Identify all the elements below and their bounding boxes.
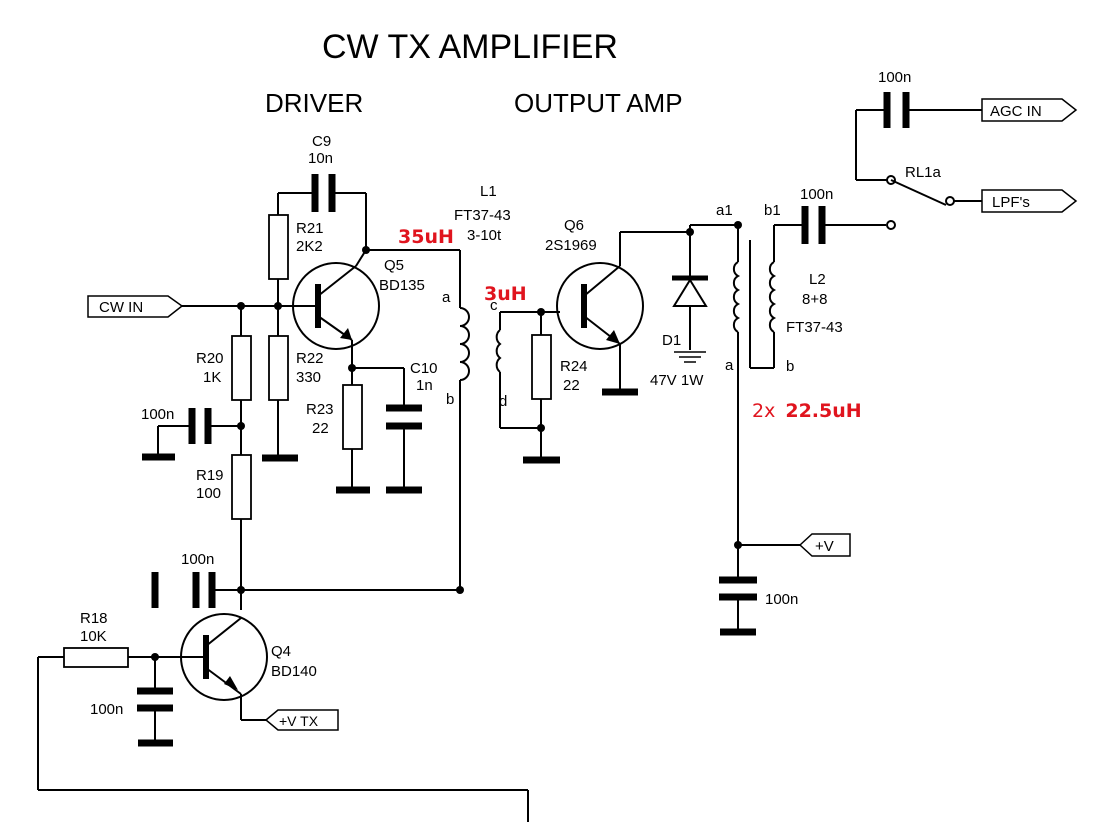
capacitor-c10: C10 1n bbox=[386, 360, 438, 490]
svg-text:Q5: Q5 bbox=[384, 257, 404, 274]
junction bbox=[362, 246, 370, 254]
junction bbox=[734, 221, 742, 229]
cw-in-port: CW IN bbox=[87, 295, 184, 318]
svg-text:a1: a1 bbox=[716, 202, 733, 219]
transistor-q6: Q6 2S1969 bbox=[545, 217, 644, 350]
v-tx-port: +V TX bbox=[264, 709, 339, 731]
svg-text:b: b bbox=[786, 358, 794, 375]
svg-text:R24: R24 bbox=[560, 358, 588, 375]
svg-text:CW IN: CW IN bbox=[99, 299, 143, 316]
svg-text:47V 1W: 47V 1W bbox=[650, 372, 704, 389]
v-plus-port: +V bbox=[798, 533, 851, 557]
svg-text:d: d bbox=[499, 393, 507, 410]
svg-text:100n: 100n bbox=[181, 551, 214, 568]
capacitor-100n-q4-base: 100n bbox=[90, 657, 173, 742]
svg-text:BD135: BD135 bbox=[379, 277, 425, 294]
svg-text:100n: 100n bbox=[800, 186, 833, 203]
svg-text:+V: +V bbox=[815, 538, 834, 555]
svg-text:1n: 1n bbox=[416, 377, 433, 394]
svg-text:1K: 1K bbox=[203, 369, 221, 386]
driver-heading: DRIVER bbox=[265, 88, 363, 118]
svg-text:b: b bbox=[446, 391, 454, 408]
svg-text:L2: L2 bbox=[809, 271, 826, 288]
svg-text:10K: 10K bbox=[80, 628, 107, 645]
svg-text:b1: b1 bbox=[764, 202, 781, 219]
svg-text:R23: R23 bbox=[306, 401, 334, 418]
capacitor-100n-output: 100n bbox=[774, 186, 896, 244]
svg-text:+V TX: +V TX bbox=[279, 713, 319, 729]
svg-text:100n: 100n bbox=[878, 69, 911, 86]
svg-text:AGC IN: AGC IN bbox=[990, 103, 1042, 120]
svg-text:C10: C10 bbox=[410, 360, 438, 377]
svg-text:R21: R21 bbox=[296, 220, 324, 237]
svg-text:BD140: BD140 bbox=[271, 663, 317, 680]
svg-text:LPF's: LPF's bbox=[992, 194, 1030, 211]
svg-text:R20: R20 bbox=[196, 350, 224, 367]
svg-text:c: c bbox=[490, 297, 498, 314]
resistor-r18: R18 10K bbox=[63, 610, 129, 668]
svg-text:D1: D1 bbox=[662, 332, 681, 349]
svg-text:2S1969: 2S1969 bbox=[545, 237, 597, 254]
svg-text:330: 330 bbox=[296, 369, 321, 386]
svg-text:R19: R19 bbox=[196, 467, 224, 484]
l2-inductance-annotation: 2x 22.5uH bbox=[752, 400, 862, 422]
resistor-r21: R21 2K2 bbox=[268, 214, 324, 280]
capacitor-100n-agc: 100n bbox=[878, 69, 982, 128]
svg-text:100n: 100n bbox=[765, 591, 798, 608]
agc-in-port: AGC IN bbox=[981, 98, 1078, 122]
capacitor-100n-driver-bias: 100n bbox=[141, 406, 241, 455]
svg-text:100: 100 bbox=[196, 485, 221, 502]
svg-text:100n: 100n bbox=[90, 701, 123, 718]
svg-text:a: a bbox=[725, 357, 734, 374]
svg-text:100n: 100n bbox=[141, 406, 174, 423]
resistor-r23: R23 22 bbox=[306, 384, 363, 450]
svg-text:RL1a: RL1a bbox=[905, 164, 942, 181]
capacitor-c9: C9 10n bbox=[278, 133, 366, 212]
transformer-l1: L1 FT37-43 3-10t a b c d bbox=[442, 183, 511, 590]
capacitor-100n-supply: 100n bbox=[719, 545, 798, 630]
diagram-title: CW TX AMPLIFIER bbox=[322, 28, 618, 66]
svg-text:C9: C9 bbox=[312, 133, 331, 150]
capacitor-100n-rail: 100n bbox=[151, 551, 460, 608]
resistor-r22: R22 330 bbox=[268, 335, 324, 401]
svg-text:3-10t: 3-10t bbox=[467, 227, 502, 244]
svg-text:Q6: Q6 bbox=[564, 217, 584, 234]
relay-rl1a: RL1a bbox=[886, 164, 955, 206]
svg-text:Q4: Q4 bbox=[271, 643, 291, 660]
svg-text:8+8: 8+8 bbox=[802, 291, 827, 308]
svg-text:2K2: 2K2 bbox=[296, 238, 323, 255]
output-amp-heading: OUTPUT AMP bbox=[514, 88, 683, 118]
svg-text:R18: R18 bbox=[80, 610, 108, 627]
resistor-r19: R19 100 bbox=[196, 454, 252, 520]
svg-text:R22: R22 bbox=[296, 350, 324, 367]
resistor-r24: R24 22 bbox=[531, 334, 588, 400]
resistor-r20: R20 1K bbox=[196, 335, 252, 401]
lpfs-port: LPF's bbox=[981, 189, 1078, 213]
svg-text:FT37-43: FT37-43 bbox=[786, 319, 843, 336]
l1-primary-inductance: 35uH bbox=[398, 226, 454, 248]
svg-text:a: a bbox=[442, 289, 451, 306]
svg-text:22: 22 bbox=[563, 377, 580, 394]
l1-secondary-inductance: 3uH bbox=[484, 283, 527, 305]
diode-d1: D1 47V 1W bbox=[650, 232, 708, 389]
svg-text:L1: L1 bbox=[480, 183, 497, 200]
transformer-l2: a1 b1 a b L2 8+8 FT37-43 bbox=[716, 202, 843, 545]
svg-text:10n: 10n bbox=[308, 150, 333, 167]
svg-text:FT37-43: FT37-43 bbox=[454, 207, 511, 224]
svg-text:22: 22 bbox=[312, 420, 329, 437]
transistor-q5: Q5 BD135 bbox=[292, 257, 425, 350]
